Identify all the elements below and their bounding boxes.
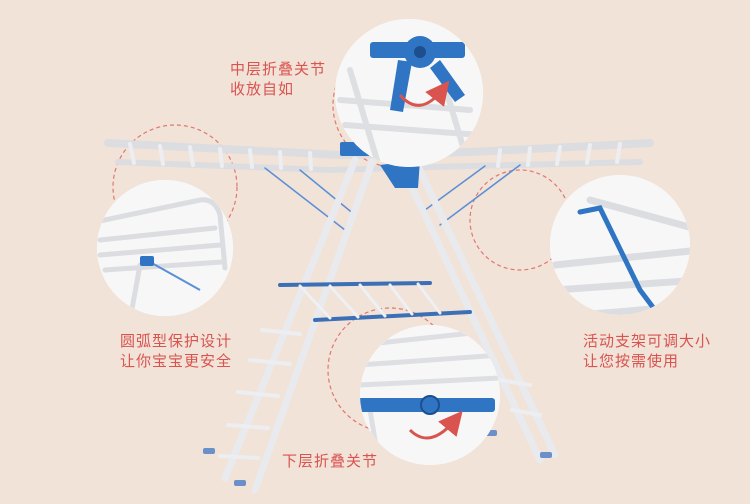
detail-adjustable-arm xyxy=(550,175,690,315)
caption-rounded-guard: 圆弧型保护设计 让你宝宝更安全 xyxy=(120,331,232,371)
caption-lower-joint-line1: 下层折叠关节 xyxy=(282,452,379,470)
detail-rounded-guard xyxy=(97,180,233,316)
detail-lower-joint xyxy=(360,325,500,465)
caption-adjustable-arm: 活动支架可调大小 让您按需使用 xyxy=(583,331,711,371)
caption-middle-joint-line1: 中层折叠关节 xyxy=(230,60,327,78)
caption-middle-joint-line2: 收放自如 xyxy=(230,80,295,98)
caption-middle-joint: 中层折叠关节 收放自如 xyxy=(230,59,326,99)
caption-lower-joint: 下层折叠关节 xyxy=(282,451,378,471)
caption-adjustable-arm-line2: 让您按需使用 xyxy=(583,352,680,370)
caption-rounded-guard-line2: 让你宝宝更安全 xyxy=(120,352,233,370)
caption-adjustable-arm-line1: 活动支架可调大小 xyxy=(583,332,712,350)
caption-rounded-guard-line1: 圆弧型保护设计 xyxy=(120,332,233,350)
detail-middle-joint xyxy=(335,19,483,167)
